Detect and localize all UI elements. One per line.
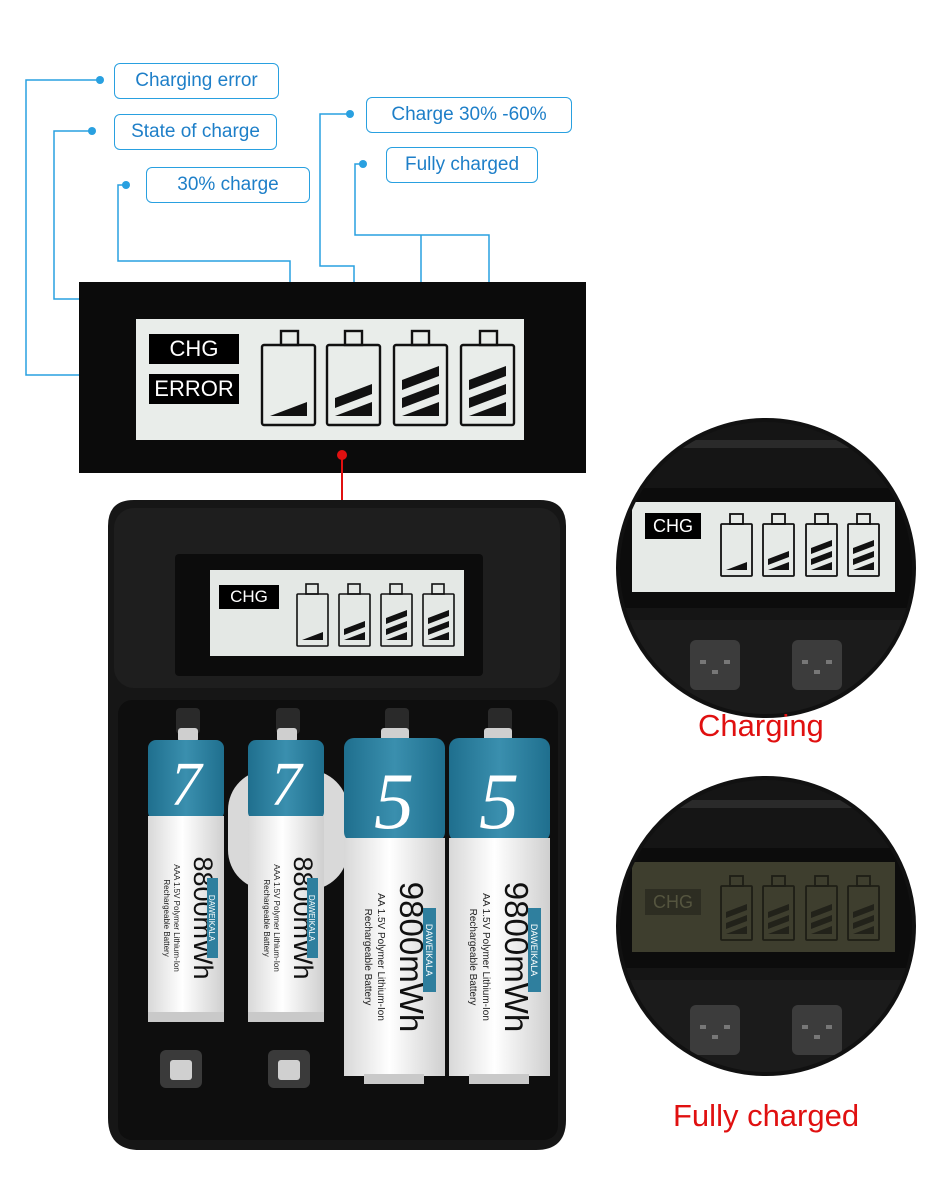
battery-2-brand: DAWEIKALA bbox=[307, 895, 316, 942]
zoom-charging-chg-label: CHG bbox=[645, 513, 701, 539]
battery-4-spec: AA 1.5V Polymer Lithium-Ion bbox=[480, 893, 491, 1021]
caption-fully-charged: Fully charged bbox=[673, 1098, 860, 1133]
battery-1 bbox=[148, 728, 224, 1022]
callout-charge-30-60: Charge 30% -60% bbox=[366, 97, 572, 133]
callout-charging-error: Charging error bbox=[114, 63, 279, 99]
lcd-error-label: ERROR bbox=[149, 374, 239, 404]
battery-4 bbox=[449, 728, 550, 1084]
battery-2-spec: AAA 1.5V Polymer Lithium-Ion bbox=[272, 864, 281, 972]
battery-2-number: 7 bbox=[271, 751, 305, 819]
battery-1-spec: AAA 1.5V Polymer Lithium-Ion bbox=[172, 864, 181, 972]
battery-1-number: 7 bbox=[171, 751, 205, 819]
battery-4-type: Rechargeable Battery bbox=[467, 909, 478, 1006]
battery-2-type: Rechargeable Battery bbox=[262, 879, 271, 956]
battery-2 bbox=[248, 728, 324, 1022]
zoom-full-chg-label: CHG bbox=[653, 891, 693, 912]
callout-fully-charged: Fully charged bbox=[386, 147, 538, 183]
battery-3-number: 5 bbox=[374, 758, 414, 846]
callout-30-charge: 30% charge bbox=[146, 167, 310, 203]
battery-1-brand: DAWEIKALA bbox=[207, 895, 216, 942]
battery-3-type: Rechargeable Battery bbox=[362, 909, 373, 1006]
caption-charging: Charging bbox=[698, 708, 824, 743]
charger-lcd-screen bbox=[210, 570, 464, 656]
battery-3-brand: DAWEIKALA bbox=[424, 924, 434, 976]
battery-1-type: Rechargeable Battery bbox=[162, 879, 171, 956]
battery-4-brand: DAWEIKALA bbox=[529, 924, 539, 976]
charger-lcd-chg-label: CHG bbox=[219, 585, 279, 609]
battery-4-number: 5 bbox=[479, 758, 519, 846]
lcd-chg-label: CHG bbox=[149, 334, 239, 364]
battery-3-spec: AA 1.5V Polymer Lithium-Ion bbox=[375, 893, 386, 1021]
callout-state-of-charge: State of charge bbox=[114, 114, 277, 150]
